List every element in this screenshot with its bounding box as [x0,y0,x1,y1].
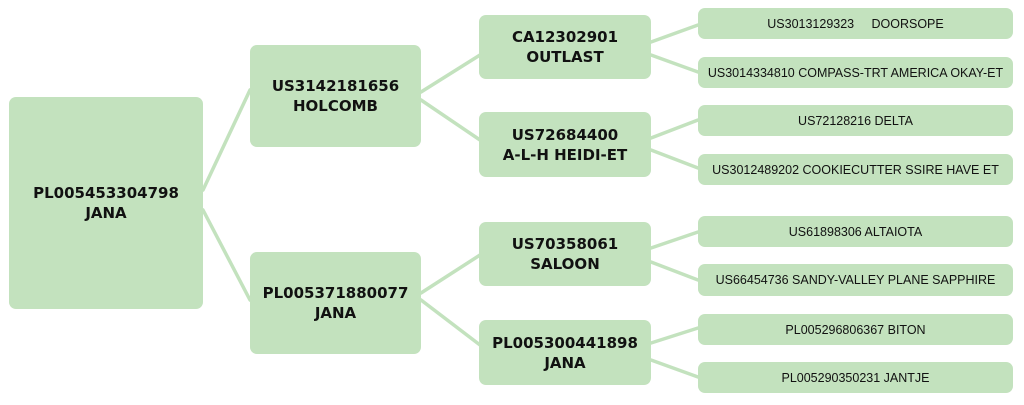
great-grandparent-8-label: PL005290350231 JANTJE [781,370,930,385]
great-grandparent-2-label: US3014334810 COMPASS-TRT AMERICA OKAY-ET [707,65,1004,80]
sire-sire-node[interactable]: CA12302901 OUTLAST [479,15,651,79]
connector-l2-3-to-l3-5 [649,230,700,250]
great-grandparent-6[interactable]: US66454736 SANDY-VALLEY PLANE SAPPHIRE [698,264,1013,296]
connector-root-to-sire [201,88,252,192]
great-grandparent-2[interactable]: US3014334810 COMPASS-TRT AMERICA OKAY-ET [698,57,1013,88]
great-grandparent-1-label: US3013129323 DOORSOPE [767,16,944,31]
great-grandparent-8[interactable]: PL005290350231 JANTJE [698,362,1013,393]
sire-name: HOLCOMB [293,97,378,115]
great-grandparent-7[interactable]: PL005296806367 BITON [698,314,1013,345]
connector-l2-3-to-l3-6 [649,260,700,282]
dam-dam-name: JANA [544,353,586,372]
sire-dam-node[interactable]: US72684400 A-L-H HEIDI-ET [479,112,651,177]
root-name: JANA [85,204,127,222]
great-grandparent-5-label: US61898306 ALTAIOTA [788,224,923,239]
connector-dam-to-dam-sire [419,253,482,295]
great-grandparent-3[interactable]: US72128216 DELTA [698,105,1013,136]
dam-name: JANA [314,304,357,322]
sire-dam-id: US72684400 [511,125,619,144]
connector-l2-1-to-l3-1 [649,23,700,44]
connector-l2-4-to-l3-8 [649,358,700,379]
dam-dam-id: PL005300441898 [492,333,638,352]
connector-l2-2-to-l3-3 [649,118,700,140]
great-grandparent-6-label: US66454736 SANDY-VALLEY PLANE SAPPHIRE [715,273,996,287]
sire-id: US3142181656 [271,77,400,95]
great-grandparent-4-label: US3012489202 COOKIECUTTER SSIRE HAVE ET [712,162,999,177]
sire-dam-name: A-L-H HEIDI-ET [502,145,628,164]
connector-l2-4-to-l3-7 [649,326,700,345]
dam-dam-node[interactable]: PL005300441898 JANA [479,320,651,385]
great-grandparent-4[interactable]: US3012489202 COOKIECUTTER SSIRE HAVE ET [698,154,1013,185]
sire-sire-name: OUTLAST [526,48,604,66]
dam-sire-id: US70358061 [511,235,619,253]
root-node[interactable]: PL005453304798 JANA [9,97,203,309]
connector-dam-to-dam-dam [419,298,482,347]
connector-sire-to-sire-dam [419,98,482,142]
connector-sire-to-sire-sire [419,53,482,94]
connector-l2-2-to-l3-4 [649,148,700,170]
great-grandparent-3-label: US72128216 DELTA [798,113,913,128]
connector-root-to-dam [201,208,252,302]
dam-id: PL005371880077 [262,284,409,302]
sire-sire-id: CA12302901 [511,28,619,46]
great-grandparent-7-label: PL005296806367 BITON [785,322,926,337]
root-id: PL005453304798 [33,184,179,202]
sire-node[interactable]: US3142181656 HOLCOMB [250,45,421,147]
dam-sire-name: SALOON [530,255,600,273]
connector-l2-1-to-l3-2 [649,53,700,74]
great-grandparent-5[interactable]: US61898306 ALTAIOTA [698,216,1013,247]
dam-node[interactable]: PL005371880077 JANA [250,252,421,354]
dam-sire-node[interactable]: US70358061 SALOON [479,222,651,286]
great-grandparent-1[interactable]: US3013129323 DOORSOPE [698,8,1013,39]
